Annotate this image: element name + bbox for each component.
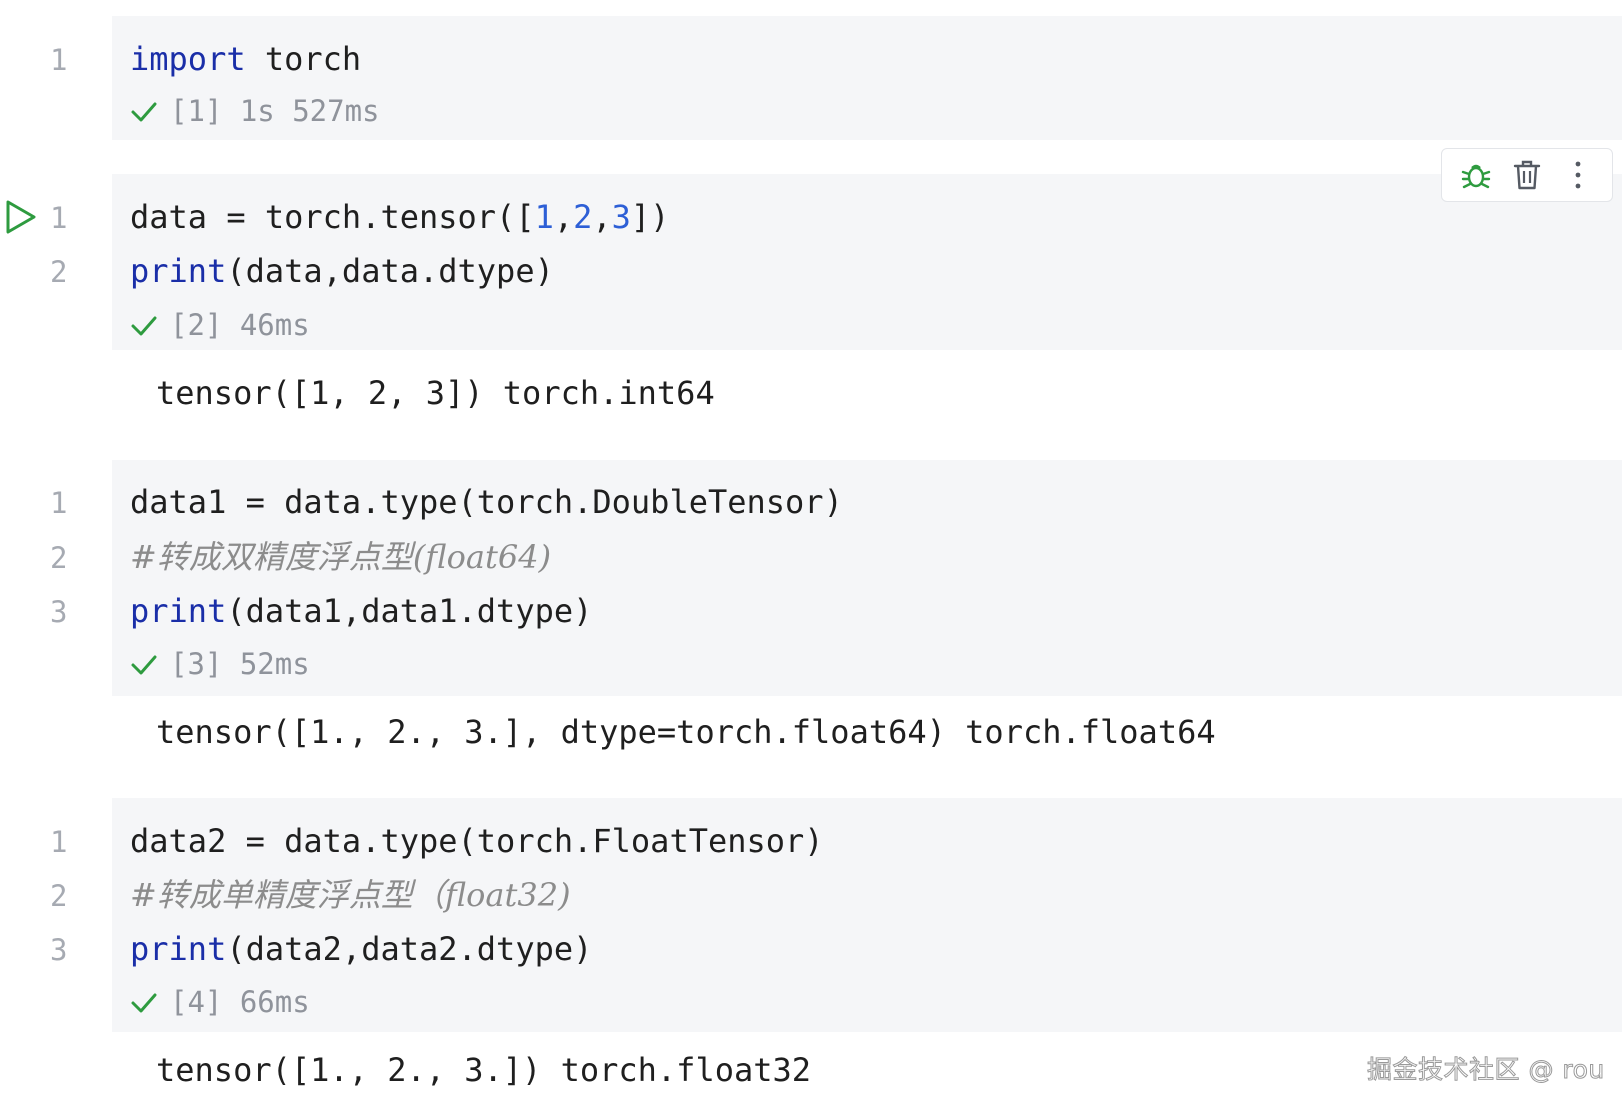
code-cell-3[interactable]	[112, 460, 1622, 696]
number-literal: 1	[534, 198, 554, 236]
code-line[interactable]: data1 = data.type(torch.DoubleTensor)	[130, 475, 843, 529]
code-text: (data1,data1.dtype)	[226, 592, 593, 630]
debug-button[interactable]	[1456, 155, 1496, 195]
number-literal: 2	[573, 198, 593, 236]
check-icon	[131, 102, 157, 122]
line-number: 3	[50, 595, 68, 629]
code-cell-2[interactable]	[112, 174, 1622, 350]
number-literal: 3	[611, 198, 631, 236]
code-comment: #转成单精度浮点型（float32)	[130, 876, 571, 914]
code-line[interactable]: #转成双精度浮点型(float64)	[130, 530, 551, 584]
check-icon	[131, 655, 157, 675]
more-icon	[1575, 161, 1581, 189]
code-line[interactable]: data2 = data.type(torch.FloatTensor)	[130, 814, 824, 868]
line-number: 2	[50, 879, 68, 913]
execution-status: [2] 46ms	[130, 298, 310, 352]
keyword: import	[130, 40, 246, 78]
code-text: ,	[553, 198, 574, 236]
line-number: 3	[50, 933, 68, 967]
check-icon	[131, 993, 157, 1013]
execution-status-text: [1] 1s 527ms	[170, 94, 380, 128]
code-text: (data,data.dtype)	[226, 252, 554, 290]
code-cell-4[interactable]	[112, 798, 1622, 1032]
cell-output: tensor([1., 2., 3.], dtype=torch.float64…	[156, 713, 1216, 751]
line-number: 1	[50, 486, 68, 520]
execution-status: [1] 1s 527ms	[130, 84, 380, 138]
code-text: data = torch.tensor([	[130, 198, 535, 236]
code-line[interactable]: data = torch.tensor([1,2,3])	[130, 190, 669, 244]
more-button[interactable]	[1558, 155, 1598, 195]
code-text: data1 = data.type(torch.DoubleTensor)	[130, 483, 843, 521]
debug-icon	[1461, 164, 1490, 189]
line-number: 1	[50, 43, 68, 77]
execution-status-text: [3] 52ms	[170, 647, 310, 681]
delete-icon	[1513, 160, 1541, 190]
code-comment: #转成双精度浮点型(float64)	[130, 538, 552, 576]
execution-status: [3] 52ms	[130, 637, 310, 691]
execution-status-text: [2] 46ms	[170, 308, 310, 342]
play-icon[interactable]	[4, 199, 38, 235]
execution-status: [4] 66ms	[130, 975, 310, 1029]
code-line[interactable]: print(data,data.dtype)	[130, 244, 554, 298]
code-line[interactable]: import torch	[130, 32, 361, 86]
code-text: (data2,data2.dtype)	[226, 930, 593, 968]
watermark: 掘金技术社区 @ rou	[1367, 1055, 1605, 1085]
code-line[interactable]: #转成单精度浮点型（float32)	[130, 868, 571, 922]
keyword: print	[130, 252, 227, 290]
cell-output: tensor([1., 2., 3.]) torch.float32	[156, 1051, 812, 1089]
code-text: ,	[592, 198, 612, 236]
cell-output: tensor([1, 2, 3]) torch.int64	[156, 374, 715, 412]
code-line[interactable]: print(data1,data1.dtype)	[130, 584, 592, 638]
code-text: data2 = data.type(torch.FloatTensor)	[130, 822, 824, 860]
code-cell-1[interactable]	[112, 16, 1622, 140]
check-icon	[131, 316, 157, 336]
code-text: ])	[630, 198, 670, 236]
code-line[interactable]: print(data2,data2.dtype)	[130, 922, 592, 976]
line-number: 2	[50, 541, 68, 575]
cell-toolbar	[1441, 148, 1613, 202]
execution-status-text: [4] 66ms	[170, 985, 310, 1019]
delete-button[interactable]	[1507, 155, 1547, 195]
keyword: print	[130, 592, 227, 630]
keyword: print	[130, 930, 227, 968]
line-number: 1	[50, 201, 68, 235]
line-number: 2	[50, 255, 68, 289]
code-text: torch	[245, 40, 362, 78]
line-number: 1	[50, 825, 68, 859]
